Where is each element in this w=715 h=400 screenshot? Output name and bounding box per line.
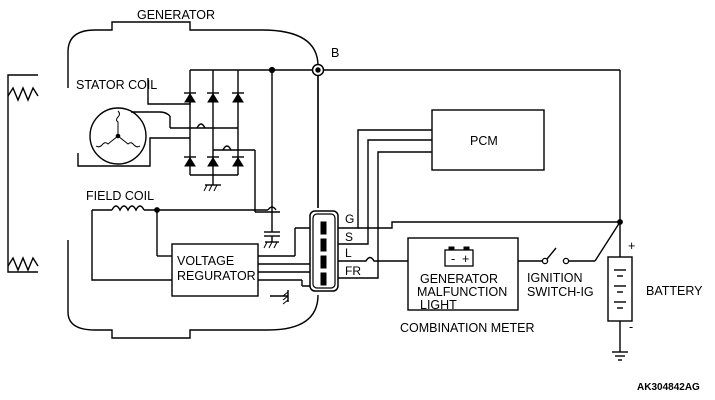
figure-code: AK304842AG bbox=[637, 382, 700, 393]
combination-meter-label: COMBINATION METER bbox=[400, 321, 535, 335]
malfunction-light-label-line3: LIGHT bbox=[420, 298, 457, 312]
malfunction-light-label-line1: GENERATOR bbox=[420, 272, 498, 286]
voltage-regulator bbox=[171, 243, 259, 297]
bulb-minus-label: - bbox=[451, 252, 455, 266]
ignition-switch-label-line2: SWITCH-IG bbox=[527, 285, 594, 299]
pcm-wiring bbox=[338, 129, 623, 279]
battery-minus-label: - bbox=[629, 320, 633, 334]
terminal-fr-label: FR bbox=[345, 264, 361, 278]
stator-coil-label: STATOR COIL bbox=[76, 78, 157, 92]
voltage-regulator-label-line1: VOLTAGE bbox=[177, 254, 234, 268]
ignition-switch bbox=[518, 221, 621, 265]
generator-malfunction-light bbox=[407, 237, 519, 311]
terminal-g-label: G bbox=[345, 212, 354, 226]
voltage-regulator-label-line2: REGURATOR bbox=[177, 269, 256, 283]
rectifier-bridge bbox=[169, 69, 280, 213]
battery-label: BATTERY bbox=[646, 284, 703, 298]
malfunction-light-label-line2: MALFUNCTION bbox=[417, 285, 507, 299]
b-terminal-bus bbox=[238, 63, 621, 249]
generator-connector bbox=[309, 210, 339, 292]
terminal-b-label: B bbox=[331, 46, 339, 60]
field-coil-label: FIELD COIL bbox=[86, 189, 154, 203]
terminal-l-label: L bbox=[345, 246, 352, 260]
battery-plus-label: + bbox=[628, 239, 635, 253]
terminal-s-label: S bbox=[345, 230, 353, 244]
bulb-plus-label: + bbox=[462, 252, 469, 266]
battery-warning-icon bbox=[444, 246, 474, 267]
pcm-box bbox=[431, 109, 545, 171]
pcm-label: PCM bbox=[470, 134, 498, 148]
ignition-switch-label-line1: IGNITION bbox=[527, 271, 583, 285]
stator-coil bbox=[77, 78, 191, 167]
field-coil bbox=[91, 205, 277, 281]
generator-label: GENERATOR bbox=[137, 8, 215, 22]
generator-housing bbox=[7, 21, 319, 339]
battery bbox=[607, 222, 633, 361]
